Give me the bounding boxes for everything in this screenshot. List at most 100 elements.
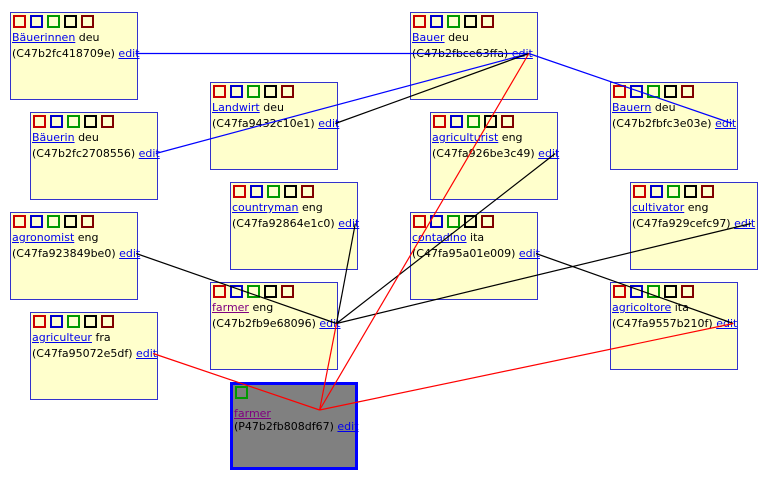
color-square[interactable] xyxy=(613,85,626,98)
color-square[interactable] xyxy=(233,185,246,198)
color-square[interactable] xyxy=(647,85,660,98)
word-link[interactable]: countryman xyxy=(232,201,299,214)
node-countryman[interactable]: countryman eng (C47fa92864e1c0) edit xyxy=(230,182,360,270)
color-square[interactable] xyxy=(264,285,277,298)
color-square[interactable] xyxy=(667,185,680,198)
word-link[interactable]: farmer xyxy=(212,301,249,314)
node-landwirt[interactable]: Landwirt deu (C47fa9432c10e1) edit xyxy=(210,82,340,170)
color-square[interactable] xyxy=(250,185,263,198)
edit-link[interactable]: edit xyxy=(119,247,141,260)
color-square[interactable] xyxy=(464,215,477,228)
word-link[interactable]: agriculturist xyxy=(432,131,499,144)
color-square[interactable] xyxy=(613,285,626,298)
color-square[interactable] xyxy=(413,215,426,228)
color-square[interactable] xyxy=(681,285,694,298)
color-square[interactable] xyxy=(467,115,480,128)
color-square[interactable] xyxy=(481,15,494,28)
color-square[interactable] xyxy=(664,285,677,298)
word-link[interactable]: Bäuerin xyxy=(32,131,75,144)
node-farmer-eng[interactable]: farmer eng (C47b2fb9e68096) edit xyxy=(210,282,341,370)
color-square[interactable] xyxy=(101,115,114,128)
node-cultivator[interactable]: cultivator eng (C47fa929cefc97) edit xyxy=(630,182,758,270)
color-square[interactable] xyxy=(264,85,277,98)
color-square[interactable] xyxy=(81,15,94,28)
word-link[interactable]: Bäuerinnen xyxy=(12,31,76,44)
node-bauern[interactable]: Bauern deu (C47b2fbfc3e03e) edit xyxy=(610,82,738,170)
color-square[interactable] xyxy=(664,85,677,98)
color-square[interactable] xyxy=(301,185,314,198)
edit-link[interactable]: edit xyxy=(734,217,756,230)
color-square[interactable] xyxy=(464,15,477,28)
color-square[interactable] xyxy=(430,15,443,28)
color-square[interactable] xyxy=(30,215,43,228)
color-square[interactable] xyxy=(633,185,646,198)
edit-link[interactable]: edit xyxy=(518,247,540,260)
edit-link[interactable]: edit xyxy=(716,317,738,330)
color-square[interactable] xyxy=(13,215,26,228)
color-square[interactable] xyxy=(213,85,226,98)
edit-link[interactable]: edit xyxy=(338,217,360,230)
color-square[interactable] xyxy=(67,315,80,328)
color-square[interactable] xyxy=(630,85,643,98)
color-square[interactable] xyxy=(101,315,114,328)
color-square[interactable] xyxy=(30,15,43,28)
color-square[interactable] xyxy=(701,185,714,198)
edit-link[interactable]: edit xyxy=(715,117,737,130)
color-square[interactable] xyxy=(447,15,460,28)
word-link[interactable]: cultivator xyxy=(632,201,685,214)
edit-link[interactable]: edit xyxy=(538,147,560,160)
node-agriculteur[interactable]: agriculteur fra (C47fa95072e5df) edit xyxy=(30,312,158,400)
edit-link[interactable]: edit xyxy=(319,317,341,330)
node-bauer[interactable]: Bauer deu (C47b2fbce63ffa) edit xyxy=(410,12,538,100)
color-square[interactable] xyxy=(630,285,643,298)
color-square[interactable] xyxy=(267,185,280,198)
edit-link[interactable]: edit xyxy=(337,420,359,433)
color-square[interactable] xyxy=(650,185,663,198)
color-square[interactable] xyxy=(64,15,77,28)
color-square[interactable] xyxy=(413,15,426,28)
word-link[interactable]: Landwirt xyxy=(212,101,260,114)
color-square[interactable] xyxy=(50,315,63,328)
color-square[interactable] xyxy=(281,285,294,298)
color-square[interactable] xyxy=(230,285,243,298)
color-square[interactable] xyxy=(284,185,297,198)
color-square[interactable] xyxy=(213,285,226,298)
color-square-green[interactable] xyxy=(235,386,248,399)
node-bauerin[interactable]: Bäuerin deu (C47b2fc2708556) edit xyxy=(30,112,160,200)
color-square[interactable] xyxy=(681,85,694,98)
color-square[interactable] xyxy=(450,115,463,128)
word-link[interactable]: agronomist xyxy=(12,231,75,244)
node-agricoltore[interactable]: agricoltore ita (C47fa9557b210f) edit xyxy=(610,282,738,370)
color-square[interactable] xyxy=(247,85,260,98)
color-square[interactable] xyxy=(230,85,243,98)
word-link[interactable]: agricoltore xyxy=(612,301,672,314)
color-square[interactable] xyxy=(47,215,60,228)
node-farmer-concept[interactable]: farmer (P47b2fb808df67) edit xyxy=(230,382,359,470)
color-square[interactable] xyxy=(430,215,443,228)
edit-link[interactable]: edit xyxy=(318,117,340,130)
word-link[interactable]: Bauer xyxy=(412,31,445,44)
color-square[interactable] xyxy=(81,215,94,228)
color-square[interactable] xyxy=(684,185,697,198)
color-square[interactable] xyxy=(501,115,514,128)
color-square[interactable] xyxy=(84,115,97,128)
edit-link[interactable]: edit xyxy=(511,47,533,60)
color-square[interactable] xyxy=(481,215,494,228)
color-square[interactable] xyxy=(47,15,60,28)
color-square[interactable] xyxy=(33,315,46,328)
color-square[interactable] xyxy=(484,115,497,128)
color-square[interactable] xyxy=(647,285,660,298)
word-link[interactable]: agriculteur xyxy=(32,331,92,344)
node-agronomist[interactable]: agronomist eng (C47fa923849be0) edit xyxy=(10,212,141,300)
node-agriculturist[interactable]: agriculturist eng (C47fa926be3c49) edit xyxy=(430,112,560,200)
edit-link[interactable]: edit xyxy=(138,147,160,160)
color-square[interactable] xyxy=(84,315,97,328)
word-link[interactable]: contadino xyxy=(412,231,467,244)
edit-link[interactable]: edit xyxy=(136,347,158,360)
color-square[interactable] xyxy=(64,215,77,228)
word-link[interactable]: Bauern xyxy=(612,101,652,114)
node-contadino[interactable]: contadino ita (C47fa95a01e009) edit xyxy=(410,212,540,300)
node-bauerinnen[interactable]: Bäuerinnen deu (C47b2fc418709e) edit xyxy=(10,12,140,100)
color-square[interactable] xyxy=(447,215,460,228)
color-square[interactable] xyxy=(67,115,80,128)
